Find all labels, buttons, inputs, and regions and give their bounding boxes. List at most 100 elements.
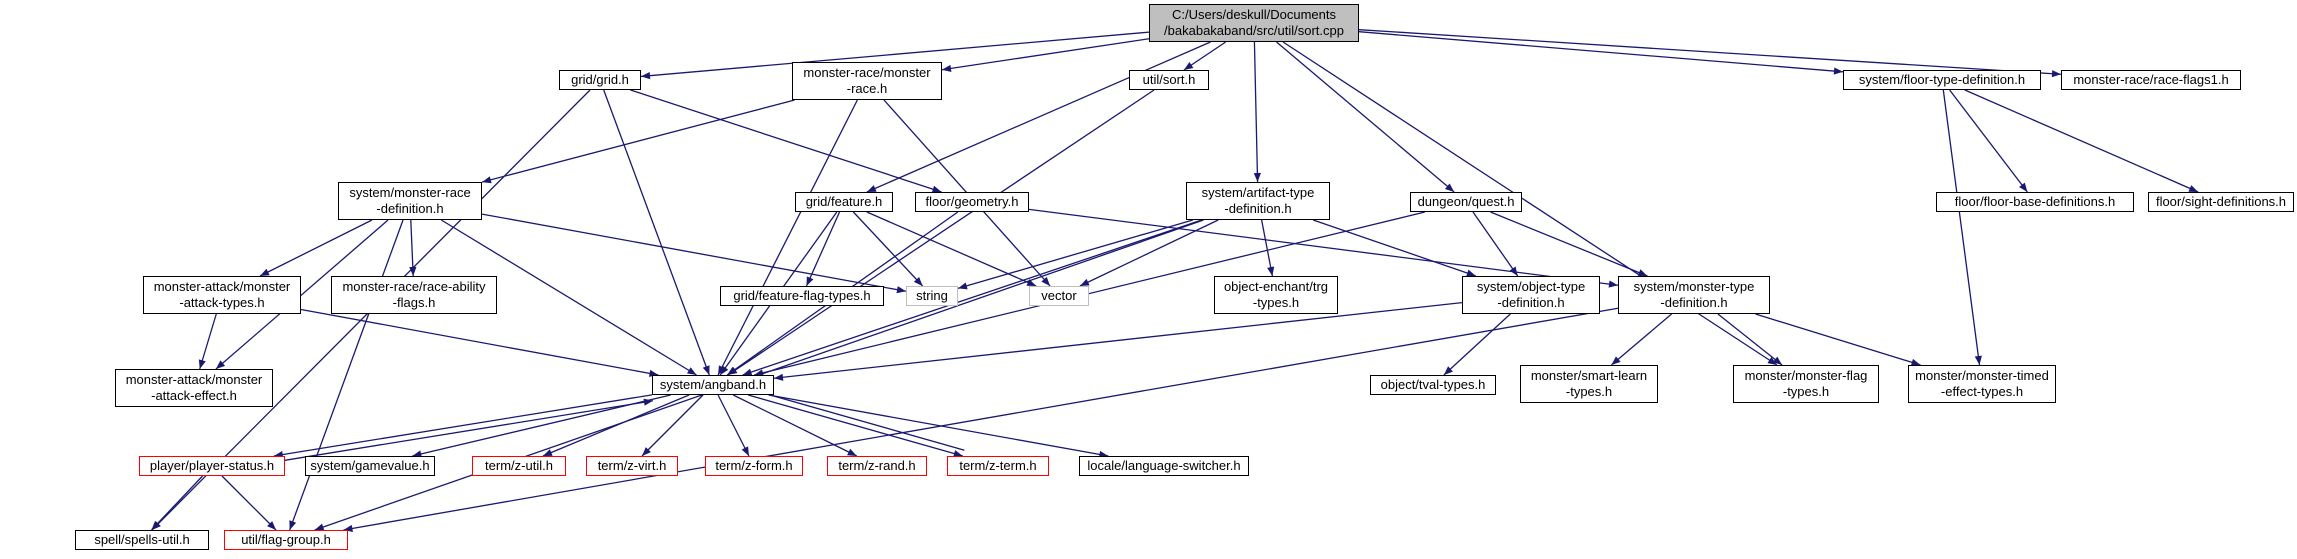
edge-object_type_def_h-to-tval_types_h	[1443, 313, 1511, 376]
node-race-ability-flags-h[interactable]: monster-race/race-ability -flags.h	[331, 276, 497, 314]
edge-artifact_type_def_h-to-object_enchant_h	[1260, 219, 1274, 277]
edge-sort_cpp-to-race_flags1_h	[1358, 29, 2062, 75]
node-util-sort-h[interactable]: util/sort.h	[1129, 70, 1209, 90]
node-floor-type-definition-h[interactable]: system/floor-type-definition.h	[1843, 70, 2041, 90]
arrowhead-sort_cpp-to-grid_h	[641, 72, 651, 80]
arrowhead-angband_h-to-gamevalue_h	[412, 450, 422, 458]
arrowhead-floor_type_def_h-to-floor_base_def_h	[2019, 182, 2028, 192]
node-z-util-h[interactable]: term/z-util.h	[472, 456, 566, 476]
edge-dungeon_quest_h-to-object_type_def_h	[1472, 211, 1519, 277]
node-dungeon-quest-h[interactable]: dungeon/quest.h	[1410, 192, 1522, 212]
node-z-form-h[interactable]: term/z-form.h	[705, 456, 803, 476]
edge-angband_h-to-z_util_h	[542, 394, 690, 457]
arrowhead-dungeon_quest_h-to-monster_type_def_h	[1637, 269, 1648, 276]
edge-floor_geometry_h-to-monster_type_def_h	[1028, 208, 1619, 286]
node-sort-cpp: C:/Users/deskull/Documents /bakabakaband…	[1149, 4, 1359, 42]
arrowhead-grid_feature_h-to-angband_h	[720, 365, 729, 375]
edge-floor_type_def_h-to-floor_base_def_h	[1949, 89, 2028, 193]
node-grid-feature-h[interactable]: grid/feature.h	[795, 192, 893, 212]
edge-player_status_h-to-angband_h	[274, 400, 654, 463]
edge-attack_types_h-to-angband_h	[300, 308, 659, 376]
node-monster-timed-effect-types-h[interactable]: monster/monster-timed -effect-types.h	[1908, 365, 2056, 403]
node-object-type-definition-h[interactable]: system/object-type -definition.h	[1462, 276, 1600, 314]
edge-sort_cpp-to-grid_feature_h	[866, 41, 1211, 193]
edge-angband_h-to-player_status_h	[273, 394, 653, 457]
arrowhead-grid_feature_h-to-string	[913, 276, 923, 286]
edge-artifact_type_def_h-to-angband_h	[742, 219, 1202, 376]
node-angband-h[interactable]: system/angband.h	[652, 375, 774, 395]
edge-sys_monster_race_def_h-to-string	[481, 213, 907, 292]
node-monster-attack-types-h[interactable]: monster-attack/monster -attack-types.h	[143, 276, 301, 314]
node-tval-types-h[interactable]: object/tval-types.h	[1370, 375, 1496, 395]
node-floor-base-definitions-h[interactable]: floor/floor-base-definitions.h	[1936, 192, 2134, 212]
node-grid-h[interactable]: grid/grid.h	[559, 70, 641, 90]
arrowhead-floor_geometry_h-to-angband_h	[727, 366, 737, 375]
node-z-rand-h[interactable]: term/z-rand.h	[827, 456, 927, 476]
node-language-switcher-h[interactable]: locale/language-switcher.h	[1079, 456, 1249, 476]
edge-angband_h-to-z_rand_h	[732, 394, 858, 457]
arrowhead-artifact_type_def_h-to-angband_h	[742, 368, 753, 376]
edge-sort_cpp-to-monster_race_h	[941, 38, 1150, 71]
arrowhead-sort_cpp-to-dungeon_quest_h	[1444, 183, 1455, 192]
node-z-virt-h[interactable]: term/z-virt.h	[586, 456, 678, 476]
node-player-status-h[interactable]: player/player-status.h	[139, 456, 285, 476]
arrowhead-sort_cpp-to-util_sort_h	[1183, 61, 1194, 70]
node-flag-group-h[interactable]: util/flag-group.h	[224, 530, 348, 550]
edge-object_type_def_h-to-angband_h	[773, 301, 1463, 379]
arrowhead-dungeon_quest_h-to-angband_h	[754, 369, 764, 377]
arrowhead-monster_type_def_h-to-monster_timed_h	[1910, 358, 1921, 366]
edge-util_sort_h-to-angband_h	[727, 89, 1155, 376]
edge-monster_type_def_h-to-flag_group_h	[343, 307, 1619, 531]
edge-angband_h-to-z_virt_h	[641, 394, 704, 457]
node-race-flags1-h[interactable]: monster-race/race-flags1.h	[2061, 70, 2241, 90]
arrowhead-sys_monster_race_def_h-to-attack_effect_h	[215, 360, 226, 369]
edge-floor_type_def_h-to-sight_def_h	[1964, 89, 2199, 193]
edge-artifact_type_def_h-to-vector	[1079, 219, 1219, 287]
node-feature-flag-types-h[interactable]: grid/feature-flag-types.h	[720, 286, 884, 306]
arrowhead-floor_type_def_h-to-sight_def_h	[2188, 185, 2199, 192]
node-object-enchant-trg-types-h[interactable]: object-enchant/trg -types.h	[1214, 276, 1338, 314]
edge-angband_h-to-language_switcher_h	[768, 394, 1109, 457]
node-smart-learn-types-h[interactable]: monster/smart-learn -types.h	[1520, 365, 1658, 403]
node-sight-definitions-h[interactable]: floor/sight-definitions.h	[2148, 192, 2294, 212]
arrowhead-floor_geometry_h-to-monster_type_def_h	[1608, 280, 1618, 288]
node-z-term-h[interactable]: term/z-term.h	[947, 456, 1049, 476]
edge-artifact_type_def_h-to-string	[957, 219, 1193, 290]
arrowhead-monster_type_def_h-to-smart_learn_h	[1611, 356, 1621, 365]
arrowhead-grid_h-to-floor_geometry_h	[931, 185, 942, 193]
node-monster-race-h[interactable]: monster-race/monster -race.h	[792, 62, 942, 100]
arrowhead-angband_h-to-z_virt_h	[642, 447, 651, 456]
node-spells-util-h[interactable]: spell/spells-util.h	[75, 530, 209, 550]
edge-attack_types_h-to-attack_effect_h	[199, 313, 217, 370]
node-gamevalue-h[interactable]: system/gamevalue.h	[305, 456, 435, 476]
edge-sort_cpp-to-grid_h	[640, 31, 1150, 78]
arrowhead-sort_cpp-to-floor_type_def_h	[1833, 67, 1843, 75]
arrowhead-sys_monster_race_def_h-to-race_ability_flags_h	[409, 266, 417, 276]
arrowhead-object_type_def_h-to-angband_h	[774, 373, 784, 381]
edge-monster_race_h-to-angband_h	[717, 99, 858, 376]
edge-z_term_h-to-angband_h	[749, 388, 965, 451]
arrowhead-monster_race_h-to-vector	[1041, 276, 1051, 286]
arrowhead-sys_monster_race_def_h-to-string	[896, 286, 906, 294]
node-floor-geometry-h[interactable]: floor/geometry.h	[915, 192, 1029, 212]
arrowhead-angband_h-to-z_form_h	[741, 446, 749, 456]
node-artifact-type-definition-h[interactable]: system/artifact-type -definition.h	[1186, 182, 1330, 220]
arrowhead-sys_monster_race_def_h-to-attack_types_h	[260, 268, 270, 276]
arrowhead-sys_monster_race_def_h-to-flag_group_h	[289, 520, 297, 530]
node-monster-race-definition-h[interactable]: system/monster-race -definition.h	[338, 182, 482, 220]
node-monster-type-definition-h[interactable]: system/monster-type -definition.h	[1618, 276, 1770, 314]
edge-monster_type_def_h-to-monster_timed_h	[1755, 313, 1921, 366]
arrowhead-sort_cpp-to-monster_flag_types_h	[1767, 357, 1777, 365]
edge-sort_cpp-to-monster_flag_types_h	[1282, 41, 1778, 366]
edge-sys_monster_race_def_h-to-flag_group_h	[289, 219, 404, 531]
arrowhead-dungeon_quest_h-to-object_type_def_h	[1509, 266, 1518, 276]
node-monster-attack-effect-h[interactable]: monster-attack/monster -attack-effect.h	[115, 369, 273, 407]
edge-angband_h-to-z_form_h	[717, 394, 750, 457]
edge-dungeon_quest_h-to-angband_h	[753, 211, 1426, 376]
arrowhead-attack_types_h-to-attack_effect_h	[198, 359, 206, 369]
edge-grid_feature_h-to-vector	[866, 211, 1037, 287]
arrowhead-sort_cpp-to-race_flags1_h	[2051, 70, 2061, 78]
arrowhead-sys_monster_race_def_h-to-angband_h	[686, 367, 697, 375]
node-monster-flag-types-h[interactable]: monster/monster-flag -types.h	[1733, 365, 1879, 403]
